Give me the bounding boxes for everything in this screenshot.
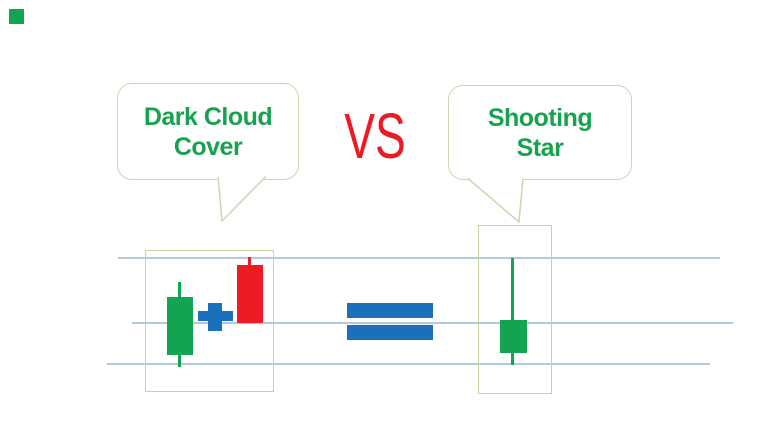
equals-icon-top-bar [347, 303, 433, 318]
speech-bubble-shooting-star: Shooting Star [448, 85, 632, 180]
shooting-star-upper-wick [511, 258, 514, 321]
right-bubble-tail-icon [468, 177, 523, 222]
dark-cloud-label-line1: Dark Cloud [143, 102, 273, 131]
plus-icon-vertical [208, 303, 222, 331]
bullish-candle-body [167, 297, 193, 355]
gridline-bottom [107, 363, 710, 365]
left-bubble-tail-outline [217, 175, 267, 223]
shooting-star-lower-wick [511, 353, 514, 365]
shooting-star-label-line1: Shooting [487, 103, 593, 132]
vs-label: VS [344, 100, 406, 172]
gridline-middle [132, 322, 733, 324]
shooting-star-pattern-box [478, 225, 552, 394]
gridline-top [118, 257, 720, 259]
dark-cloud-pattern-box [145, 250, 274, 392]
left-bubble-tail-icon [218, 175, 266, 221]
shooting-star-label-line2: Star [516, 133, 564, 162]
shooting-star-body [500, 320, 527, 353]
right-bubble-tail-outline [467, 177, 524, 224]
corner-square-decoration [9, 9, 24, 24]
dark-cloud-label-line2: Cover [173, 132, 243, 161]
bearish-candle-wick [248, 257, 251, 266]
equals-icon-bottom-bar [347, 325, 433, 340]
speech-bubble-dark-cloud-cover: Dark Cloud Cover [117, 83, 299, 180]
bearish-candle-body [237, 265, 263, 323]
